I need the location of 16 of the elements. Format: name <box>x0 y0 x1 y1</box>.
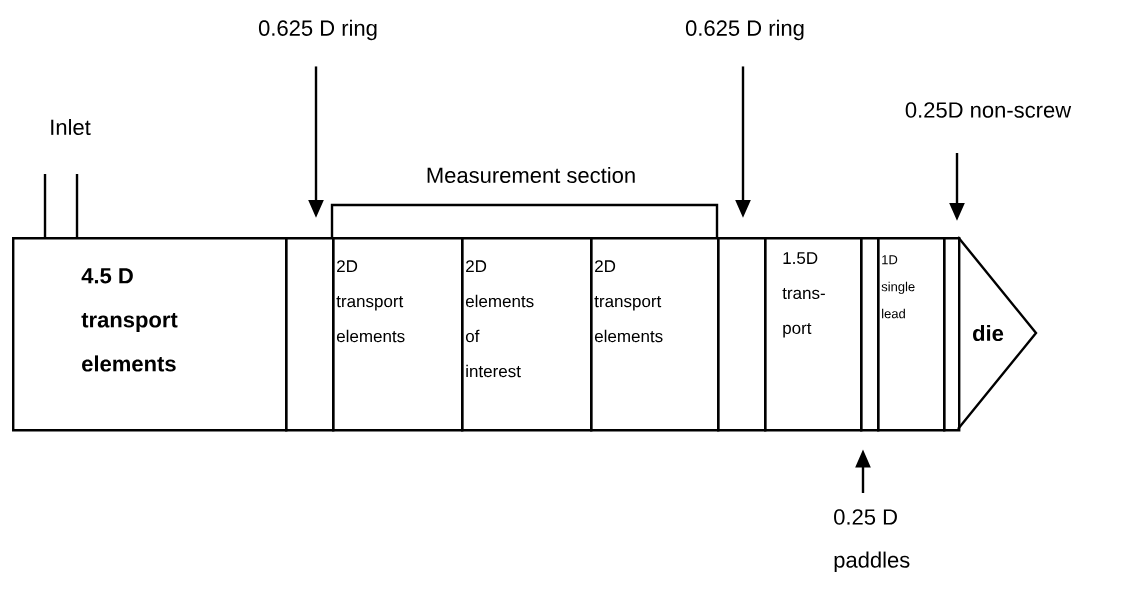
callout-label: 0.625 D ring <box>685 19 804 41</box>
ring-box <box>717 237 767 432</box>
callout-label: 0.25D non-screw <box>905 102 1072 118</box>
segment-box: 2D transport elements <box>332 237 464 432</box>
segment-box: 2D transport elements <box>590 237 720 432</box>
segment-box: 1D single lead <box>877 237 946 432</box>
segment-box: 1.5D trans- port <box>764 237 863 432</box>
label: Measurement section <box>427 166 635 184</box>
ring-box <box>860 237 880 432</box>
ring-box <box>943 237 961 432</box>
segment-box: 2D elements of interest <box>461 237 593 432</box>
callout-label: 0.25 D paddles <box>834 509 910 573</box>
segment-box: 4.5 D transport elements <box>12 237 288 432</box>
ring-box <box>285 237 335 432</box>
callout-label: 0.625 D ring <box>258 19 377 41</box>
label: Inlet <box>51 118 91 136</box>
